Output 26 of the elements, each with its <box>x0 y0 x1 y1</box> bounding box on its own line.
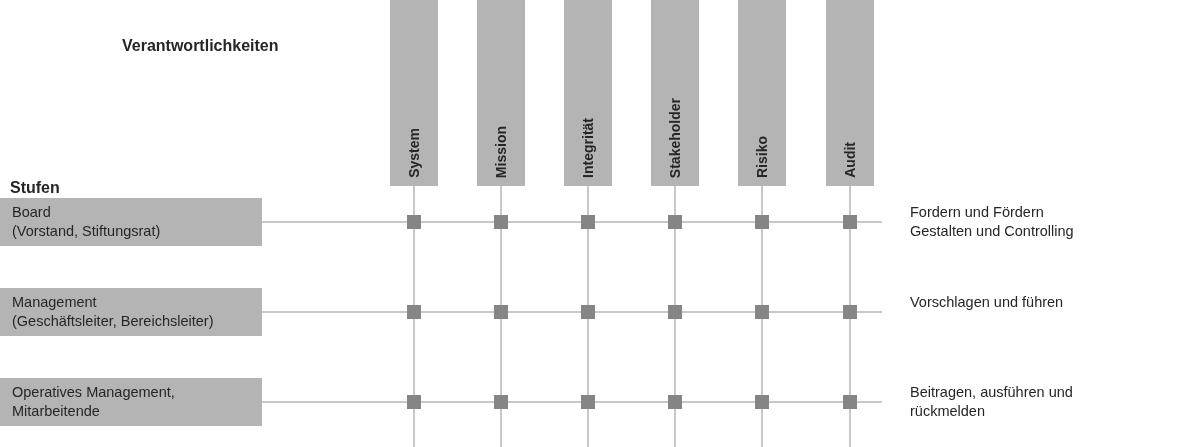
column-header-box <box>390 0 438 186</box>
column-header-box <box>564 0 612 186</box>
level-label: Board <box>12 203 52 222</box>
heading: Verantwortlichkeiten <box>122 36 279 56</box>
column-label: Integrität <box>578 118 597 178</box>
level-label: Operatives Management, Mitarbeitende <box>12 383 176 421</box>
column-label: Audit <box>840 142 859 178</box>
column-label: Stakeholder <box>665 97 684 178</box>
column-header-box <box>477 0 525 186</box>
level-label: (Vorstand, Stiftungsrat) <box>12 222 162 241</box>
level-box <box>0 198 262 246</box>
level-label: Management <box>12 293 98 312</box>
level-box <box>0 378 262 426</box>
level-description: Fordern und Fördern <box>910 203 1045 222</box>
heading: Stufen <box>10 178 60 198</box>
column-header-box <box>651 0 699 186</box>
column-header-box <box>826 0 874 186</box>
level-description: Vorschlagen und führen <box>910 293 1064 312</box>
column-label: Risiko <box>752 136 771 178</box>
level-description: Gestalten und Controlling <box>910 222 1074 241</box>
column-header-box <box>738 0 786 186</box>
level-description: Beitragen, ausführen und rückmelden <box>910 383 1074 421</box>
level-box <box>0 288 262 336</box>
column-label: System <box>404 128 423 178</box>
level-label: (Geschäftsleiter, Bereichsleiter) <box>12 312 215 331</box>
column-label: Mission <box>491 125 510 178</box>
